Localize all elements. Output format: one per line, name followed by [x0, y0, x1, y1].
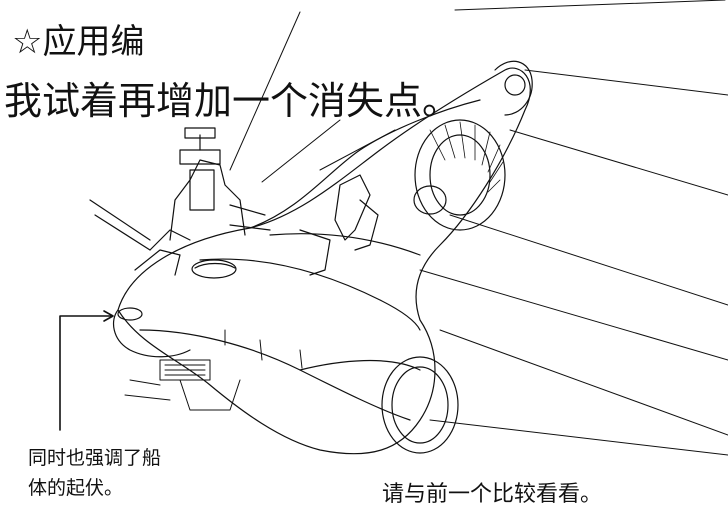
- hull-outline: [117, 67, 531, 455]
- perspective-rays: [229, 0, 728, 456]
- caption-left-line-2: 体的起伏。: [28, 477, 124, 499]
- caption-right: 请与前一个比较看看。: [382, 482, 603, 507]
- caption-left: 同时也强调了船 体的起伏。: [28, 443, 238, 503]
- arrow-icon: [59, 310, 114, 431]
- caption-left-line-1: 同时也强调了船: [28, 447, 162, 469]
- bridge-tower: [89, 127, 271, 276]
- section-title: ☆应用编: [12, 22, 145, 62]
- engine-intake: [414, 119, 506, 231]
- section-subtitle: 我试着再增加一个消失点。: [4, 79, 461, 123]
